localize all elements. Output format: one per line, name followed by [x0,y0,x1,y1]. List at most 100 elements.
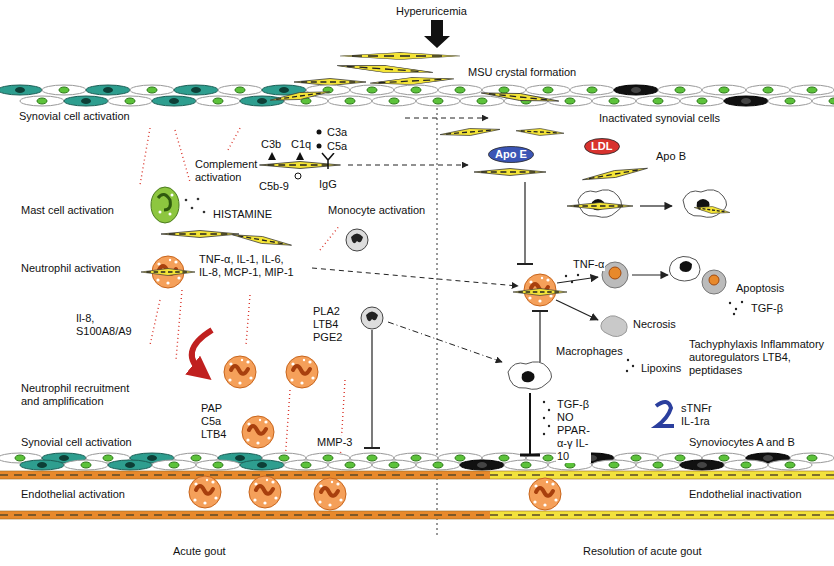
label: TGF-β [750,302,784,315]
illustration-part [152,460,196,470]
illustration-part [609,267,621,279]
label: C1q [290,138,312,151]
arrow [632,274,668,275]
illustration-part [228,128,240,150]
neutrophil [242,416,274,448]
label: Macrophages [555,345,624,358]
inhibition-bar [520,454,540,457]
illustration-part [565,275,567,277]
endothelium [0,471,834,519]
apoptotic-cell [669,256,726,294]
crystal [567,203,633,210]
label: Synovial cell activation [20,436,133,449]
illustration-part [709,275,719,285]
inhibition-line [539,311,540,362]
label: Hyperuricemia [395,5,468,18]
label: Acute gout [172,545,227,558]
macrophage [508,362,552,390]
illustration-part [416,96,460,106]
illustration-part [626,370,628,372]
illustration-part [702,270,726,294]
label: Inactivated synovial cells [598,112,721,125]
illustration-part [577,274,579,276]
node-text: LDL [591,140,612,153]
illustration-part [735,308,737,310]
monocyte [361,307,383,329]
illustration-part [680,261,692,272]
illustration-part [285,390,290,462]
illustration-part [768,96,812,106]
node-text: Apo E [495,148,527,161]
illustration-part [702,85,746,95]
dashed-arrow [388,322,502,362]
illustration-part [526,85,570,95]
illustration-part [175,130,190,182]
label: HISTAMINE [212,208,273,221]
label: TGF-β NO PPAR-α-γ IL-10 [556,398,591,463]
illustration-part [320,225,340,250]
crystal [161,231,239,238]
cytokine-dots [565,274,579,283]
dashed-arrow [312,268,518,286]
illustration-part [151,187,179,223]
label: TNF-α [572,258,605,271]
synovial-membrane [0,85,834,106]
illustration-part [152,96,196,106]
label: C3b [260,138,282,151]
illustration-part [724,96,768,106]
illustration-part [140,128,150,185]
inhibition-line [371,330,372,448]
label: Apo B [655,150,687,163]
label: Complement activation [194,158,258,184]
illustration-part [658,85,702,95]
illustration-part [680,460,724,470]
label: Mast cell activation [20,204,115,217]
cytokine-dots [543,401,550,435]
illustration-part [548,409,550,411]
neutrophil [286,356,318,388]
illustration-part [176,290,182,360]
inhibition-bar [364,447,380,449]
crystal [694,204,731,216]
arrow [640,205,672,206]
illustration-part [741,301,743,303]
illustration-part [159,211,162,214]
illustration-part [130,85,174,95]
label: C5b-9 [258,180,290,193]
label: Synoviocytes A and B [688,436,796,449]
neutrophil [529,478,561,510]
antibody [322,153,334,169]
crystal [340,53,460,60]
arrow [556,300,598,320]
crystal [481,89,559,104]
illustration-part [196,460,240,470]
illustration-part [636,460,680,470]
illustration-part [284,460,328,470]
illustration-part [246,295,250,345]
apoptotic-cell [602,262,628,288]
illustration-part [627,359,629,361]
illustration-part [543,401,545,403]
inhibition-line [524,182,525,264]
illustration-part [372,96,416,106]
illustration-part [680,96,724,106]
label: PLA2 LTB4 PGE2 [312,305,343,344]
label: Synovial cell activation [18,110,131,123]
illustration-part [570,85,614,95]
crystal [440,126,500,138]
illustration-part [372,460,416,470]
label: sTNFr IL-1ra [680,402,713,428]
label: Resolution of acute gout [582,545,703,558]
mast-cell [151,187,205,223]
complement-marker [317,130,322,135]
illustration-part [20,96,64,106]
illustration-part [240,460,284,470]
illustration-part [768,460,812,470]
down-arrow [424,20,450,48]
illustration-part [328,460,372,470]
receptor-symbol [656,402,674,426]
illustration-part [169,213,172,216]
label: MSU crystal formation [467,66,577,79]
label: Il-8, S100A8/A9 [75,312,139,338]
illustration-part [592,96,636,106]
